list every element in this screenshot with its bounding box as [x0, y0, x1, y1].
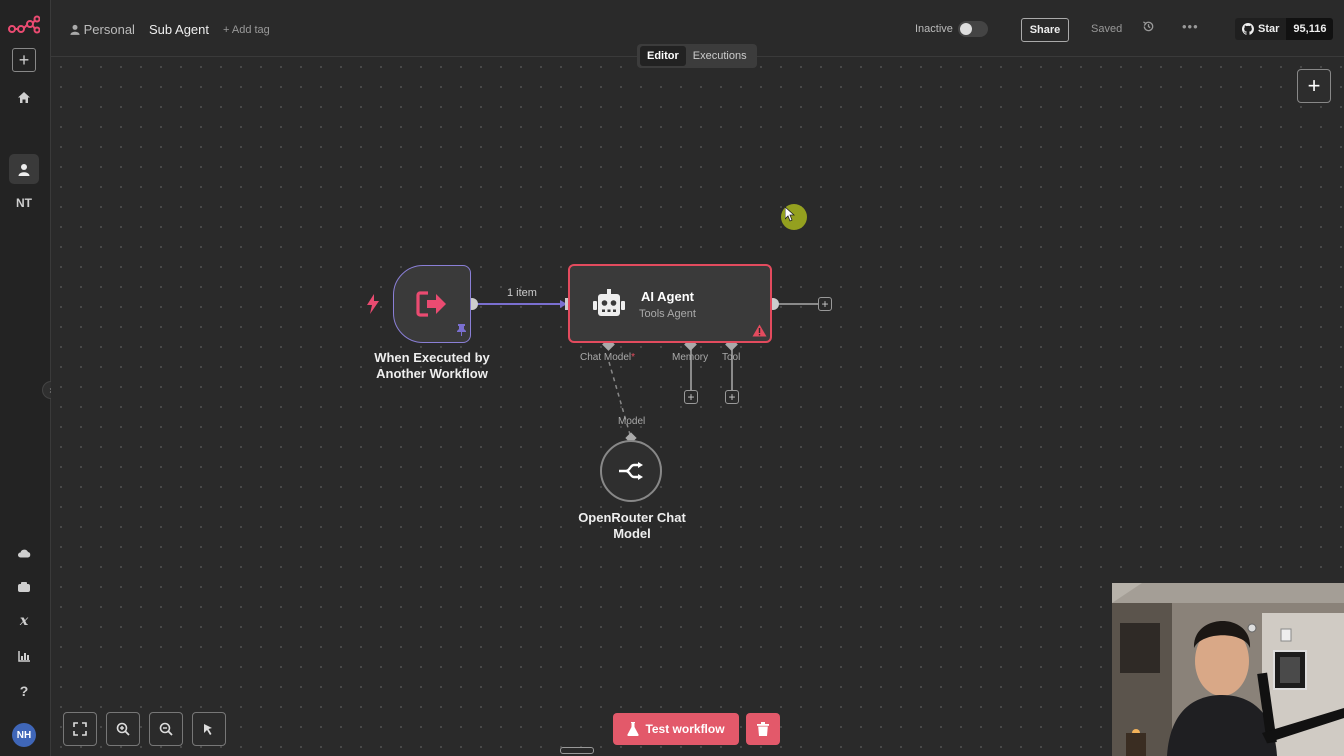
trigger-label-line2: Another Workflow	[376, 366, 488, 381]
chat-model-label-text: Chat Model	[580, 352, 632, 363]
saved-status: Saved	[1091, 23, 1123, 35]
agent-title: AI Agent	[641, 289, 694, 304]
help-icon[interactable]: ?	[19, 683, 29, 699]
add-tag-link[interactable]: + Add tag	[223, 24, 270, 36]
add-memory-plus-icon[interactable]: +	[684, 390, 698, 404]
github-star-count: 95,116	[1286, 18, 1334, 40]
openrouter-chat-model-node[interactable]	[600, 440, 662, 502]
templates-icon[interactable]	[9, 572, 39, 602]
test-workflow-button[interactable]: Test workflow	[613, 713, 739, 745]
github-star-button[interactable]: Star 95,116	[1235, 18, 1334, 40]
share-button[interactable]: Share	[1021, 18, 1069, 42]
model-connection[interactable]	[608, 361, 632, 439]
model-label-line2: Model	[613, 526, 651, 541]
add-next-node-plus-icon[interactable]: +	[818, 297, 832, 311]
pin-icon	[457, 324, 466, 336]
workflow-canvas[interactable]	[51, 57, 1344, 756]
chat-model-port-label: Chat Model*	[580, 352, 635, 363]
user-icon	[70, 24, 80, 35]
active-status-label: Inactive	[915, 23, 953, 35]
robot-icon	[593, 289, 625, 316]
memory-port-label: Memory	[672, 352, 709, 363]
tool-port-label: Tool	[722, 352, 741, 363]
presenter-video-image	[1112, 583, 1344, 756]
mouse-pointer-icon	[785, 207, 795, 222]
n8n-logo-icon[interactable]	[8, 15, 41, 40]
required-marker: *	[631, 352, 636, 363]
workflow-name[interactable]: Sub Agent	[149, 22, 209, 37]
flask-icon	[627, 722, 640, 736]
tab-executions[interactable]: Executions	[692, 50, 747, 62]
trigger-node-label: When Executed by Another Workflow	[362, 350, 502, 382]
trigger-label-line1: When Executed by	[374, 350, 490, 365]
home-icon[interactable]	[9, 82, 39, 112]
warning-icon[interactable]	[752, 324, 767, 337]
avatar[interactable]: NH	[12, 723, 36, 747]
github-icon	[1242, 23, 1254, 35]
model-label-line1: OpenRouter Chat	[578, 510, 686, 525]
add-tool-plus-icon[interactable]: +	[725, 390, 739, 404]
delete-button[interactable]	[746, 713, 780, 745]
logs-panel-handle[interactable]	[560, 747, 594, 754]
sign-out-icon	[416, 291, 446, 317]
github-star: Star	[1235, 18, 1287, 40]
sidebar-item-nt[interactable]: NT	[16, 196, 32, 210]
cloud-icon[interactable]	[9, 538, 39, 568]
insights-chart-icon[interactable]	[9, 641, 39, 671]
ai-agent-node[interactable]	[568, 264, 772, 343]
trash-icon	[757, 722, 769, 736]
history-icon[interactable]	[1142, 20, 1155, 36]
project-name: Personal	[83, 22, 135, 37]
github-star-label: Star	[1258, 23, 1280, 35]
breadcrumb-project[interactable]: Personal	[70, 22, 135, 37]
header: Personal Sub Agent + Add tag	[51, 0, 1344, 57]
zoom-out-icon[interactable]	[149, 712, 183, 746]
execute-workflow-trigger-node[interactable]	[393, 265, 471, 343]
tab-editor[interactable]: Editor	[640, 46, 686, 66]
zoom-to-fit-icon[interactable]	[63, 712, 97, 746]
model-port-label: Model	[618, 416, 646, 427]
connection-item-count: 1 item	[507, 287, 537, 299]
sidebar: + NT x ? NH	[0, 0, 51, 756]
view-tabs: Editor Executions	[637, 44, 757, 68]
model-node-label: OpenRouter Chat Model	[562, 510, 702, 542]
toggle-knob	[960, 23, 972, 35]
openrouter-icon	[619, 462, 643, 480]
test-workflow-label: Test workflow	[645, 722, 725, 736]
trigger-bolt-icon	[367, 294, 379, 314]
webcam-overlay	[1112, 583, 1344, 756]
active-toggle[interactable]	[958, 21, 988, 37]
create-plus-icon[interactable]: +	[12, 48, 36, 72]
tidy-up-wand-icon[interactable]	[192, 712, 226, 746]
connection-arrow-icon	[560, 300, 567, 308]
add-node-button[interactable]: +	[1297, 69, 1331, 103]
more-options-icon[interactable]: •••	[1182, 19, 1199, 34]
user-icon[interactable]	[9, 154, 39, 184]
agent-subtitle: Tools Agent	[639, 308, 696, 320]
variables-icon[interactable]: x	[19, 613, 29, 629]
zoom-in-icon[interactable]	[106, 712, 140, 746]
